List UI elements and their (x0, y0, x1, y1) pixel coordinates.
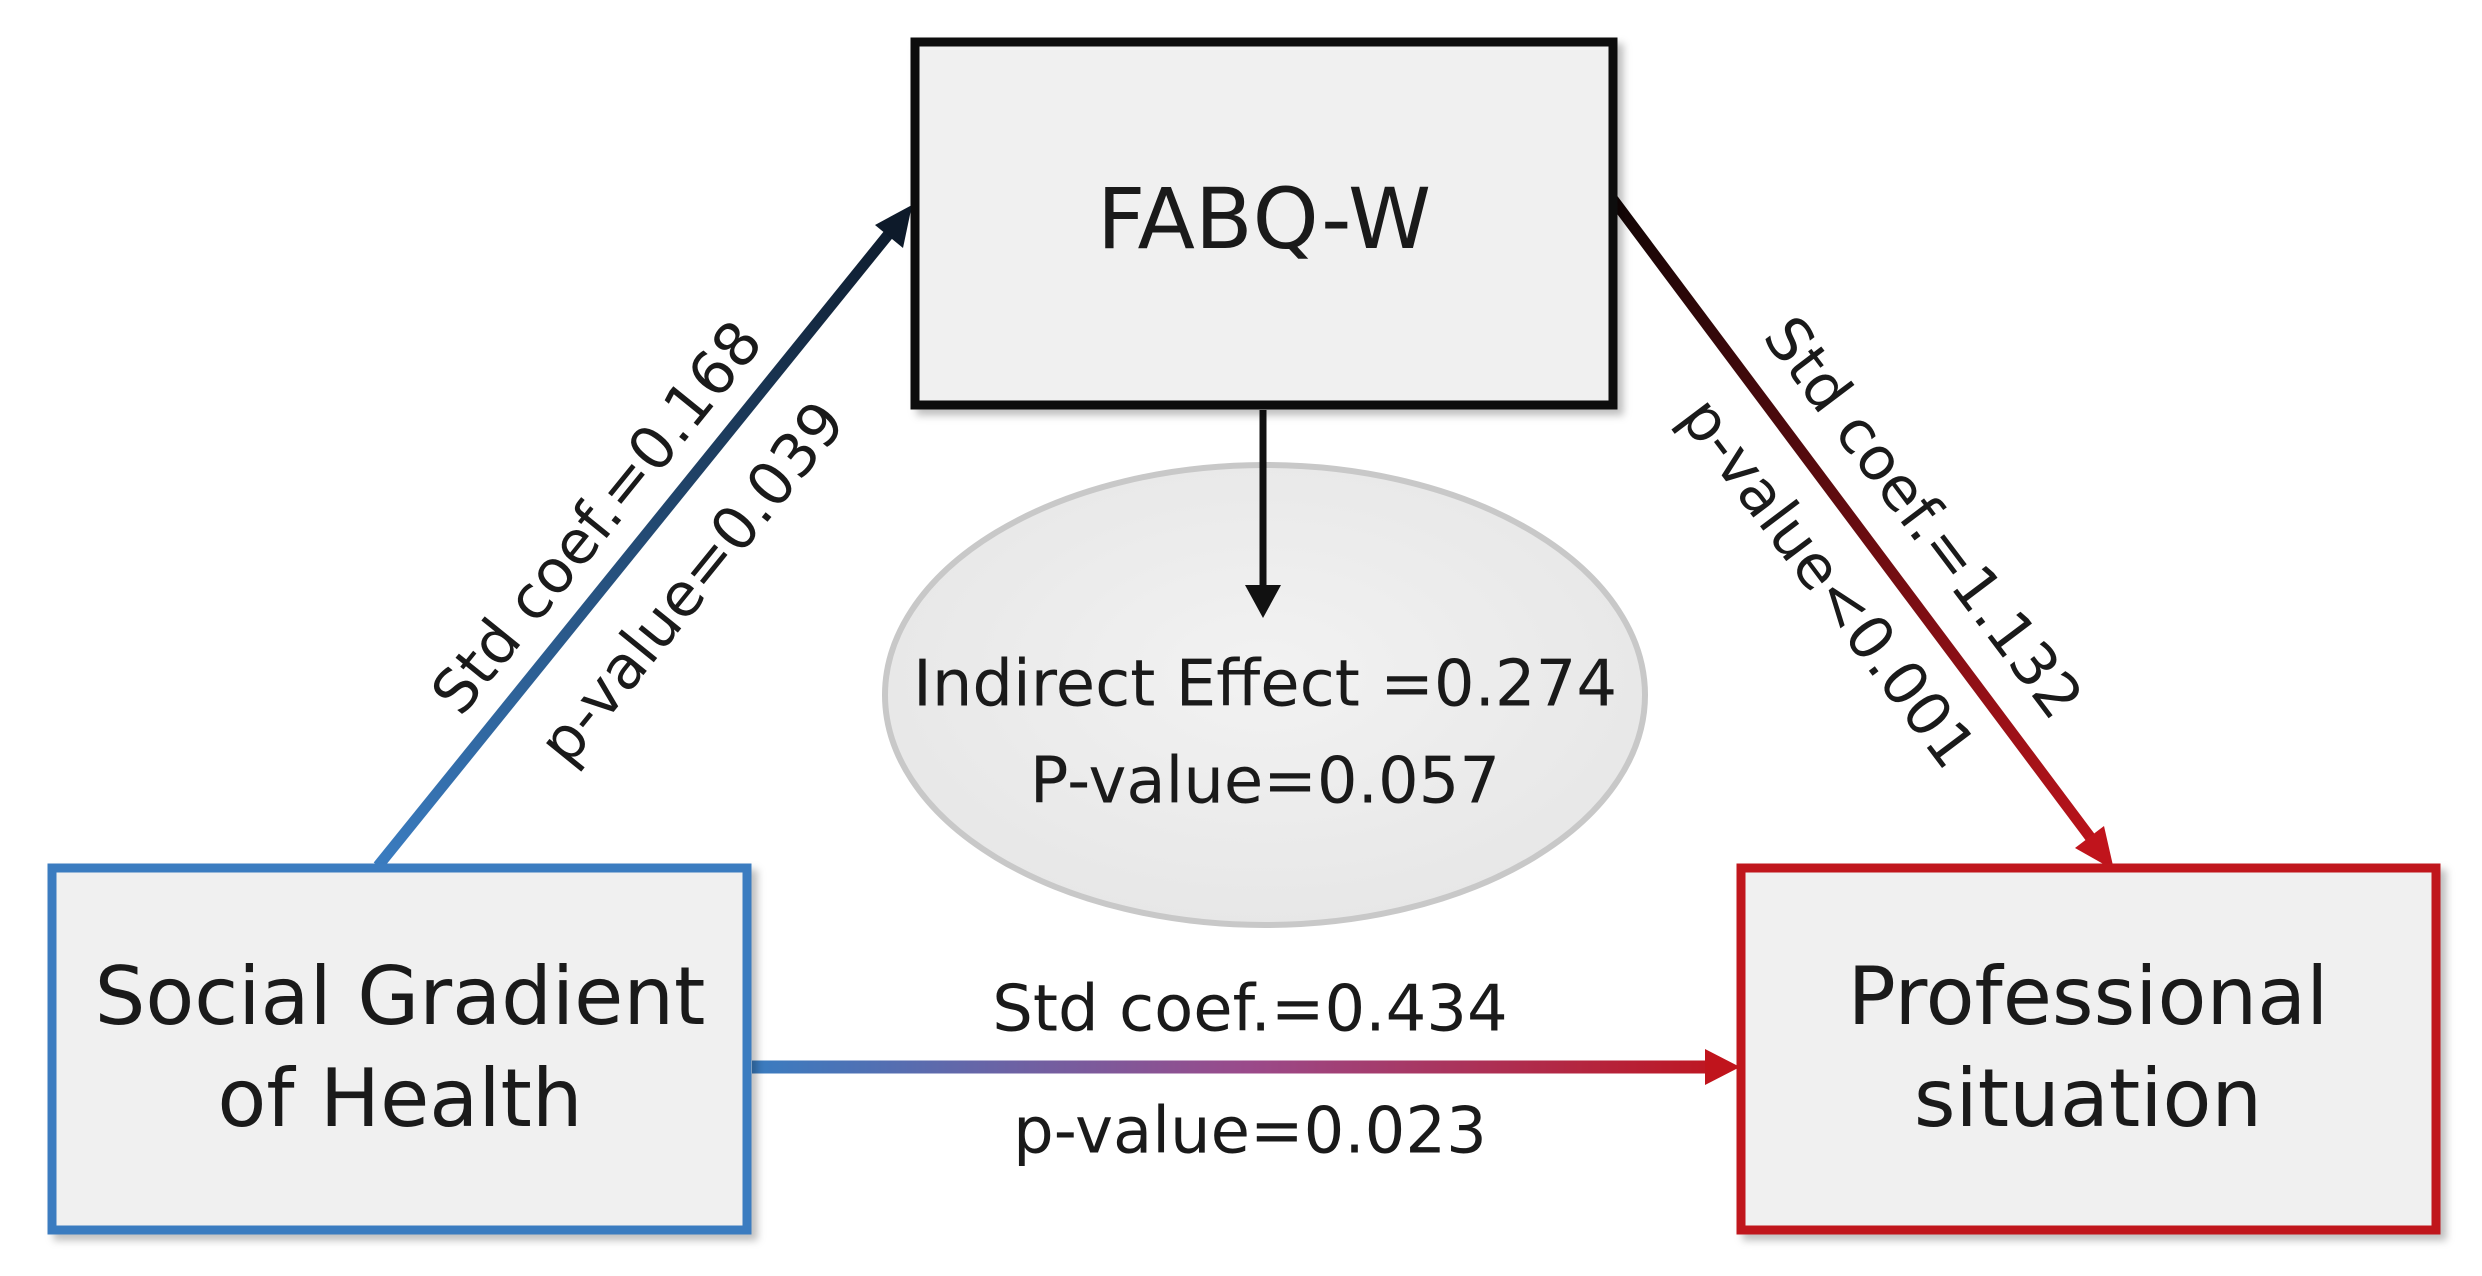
outcome-label-line1: Professional (1848, 950, 2329, 1043)
exposure-label-line1: Social Gradient (95, 950, 706, 1043)
mediator-box (910, 37, 1618, 410)
outcome-box (1736, 863, 2441, 1235)
path-c-pvalue: p-value=0.023 (1013, 1095, 1487, 1169)
exposure-label-line2: of Health (217, 1052, 582, 1145)
path-c-arrowhead (1705, 1049, 1740, 1085)
path-c-arrow (752, 1049, 1740, 1085)
path-b-arrow (1607, 194, 2114, 870)
outcome-label-line2: situation (1914, 1052, 2262, 1145)
path-a-arrowhead (875, 205, 912, 248)
indirect-arrowhead (1245, 585, 1281, 618)
indirect-effect-value: Indirect Effect =0.274 (913, 648, 1617, 722)
path-a-arrow (373, 205, 912, 870)
mediator-label: FABQ-W (1097, 170, 1431, 268)
exposure-box (47, 863, 752, 1235)
path-c-coef: Std coef.=0.434 (992, 973, 1507, 1047)
path-b-arrowhead (2075, 826, 2114, 870)
indirect-arrow (1245, 410, 1281, 618)
indirect-effect-pvalue: P-value=0.057 (1030, 745, 1500, 819)
